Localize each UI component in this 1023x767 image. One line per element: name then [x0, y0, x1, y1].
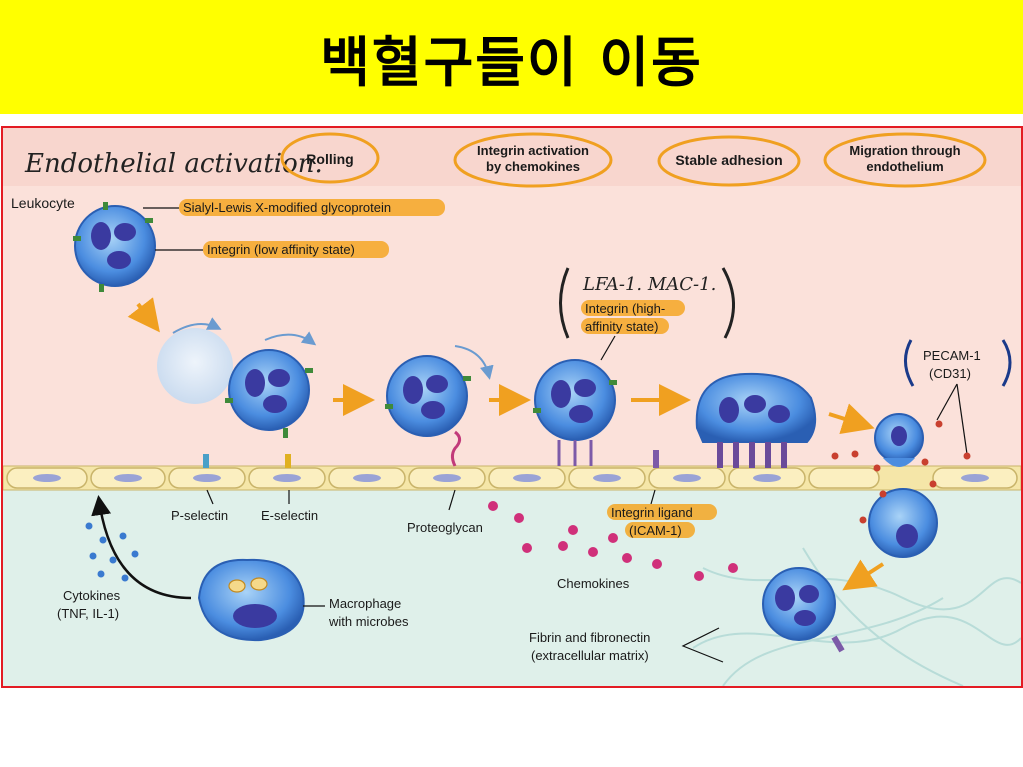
svg-text:P-selectin: P-selectin	[171, 508, 228, 523]
fibrin-label-1: Fibrin and fibronectin	[529, 630, 650, 645]
proteoglycan: Proteoglycan	[407, 430, 483, 535]
integrin-low-label: Integrin (low affinity state)	[155, 241, 389, 258]
svg-text:Sialyl-Lewis X-modified glycop: Sialyl-Lewis X-modified glycoprotein	[183, 200, 391, 215]
svg-text:Integrin (high-: Integrin (high-	[585, 301, 665, 316]
cytokine-dots	[85, 522, 139, 582]
migrating-cell	[831, 413, 971, 558]
rolling-cell-2	[385, 355, 471, 437]
figure-canvas: Endothelial activation. Rolling Integrin…	[3, 128, 1021, 686]
svg-text:Integrin (low affinity state): Integrin (low affinity state)	[207, 242, 355, 257]
fibrin-label-2: (extracellular matrix)	[531, 648, 649, 663]
title-bar: 백혈구들이 이동	[0, 0, 1023, 114]
integrin-ligand: Integrin ligand (ICAM-1)	[607, 450, 717, 538]
extravasated-cell	[762, 567, 845, 653]
svg-text:Rolling: Rolling	[306, 151, 353, 167]
svg-text:endothelium: endothelium	[866, 159, 943, 174]
svg-text:Integrin ligand: Integrin ligand	[611, 505, 693, 520]
cytokine-arrow	[91, 495, 192, 600]
leukocyte-migration-figure: Endothelial activation. Rolling Integrin…	[1, 126, 1023, 688]
lfa-note: LFA-1. MAC-1. Integrin (high- affinity s…	[559, 267, 735, 361]
svg-text:affinity state): affinity state)	[585, 319, 658, 334]
fibrin-strands	[692, 547, 1021, 686]
handwritten-heading: Endothelial activation.	[24, 149, 323, 179]
chemokine-dots	[488, 501, 738, 581]
adherent-cell	[695, 372, 817, 468]
svg-text:E-selectin: E-selectin	[261, 508, 318, 523]
leukocyte-label: Leukocyte	[11, 195, 75, 211]
pecam-note: PECAM-1 (CD31)	[904, 339, 1012, 455]
cytokines-label-2: (TNF, IL-1)	[57, 606, 119, 621]
macrophage	[197, 558, 325, 642]
endothelium	[3, 465, 1021, 491]
stage-integrin-activation: Integrin activation by chemokines	[453, 132, 613, 188]
activated-cell	[533, 359, 617, 466]
svg-text:(ICAM-1): (ICAM-1)	[629, 523, 682, 538]
stage-stable-adhesion: Stable adhesion	[657, 135, 801, 187]
svg-text:Proteoglycan: Proteoglycan	[407, 520, 483, 535]
rolling-cell	[225, 349, 313, 438]
slide-title: 백혈구들이 이동	[320, 30, 703, 94]
svg-text:PECAM-1: PECAM-1	[923, 348, 981, 363]
svg-text:Stable adhesion: Stable adhesion	[675, 152, 782, 168]
svg-text:(CD31): (CD31)	[929, 366, 971, 381]
tissue-background	[3, 488, 1021, 686]
sialyl-label: Sialyl-Lewis X-modified glycoprotein	[143, 199, 445, 216]
stage-rolling: Rolling	[280, 132, 380, 184]
ghost-cell	[157, 328, 233, 404]
svg-text:Integrin activation: Integrin activation	[477, 143, 589, 158]
chemokines-label: Chemokines	[557, 576, 630, 591]
svg-text:Migration through: Migration through	[849, 143, 960, 158]
macrophage-label-2: with microbes	[328, 614, 409, 629]
e-selectin: E-selectin	[261, 454, 318, 523]
cytokines-label-1: Cytokines	[63, 588, 121, 603]
p-selectin: P-selectin	[171, 454, 228, 523]
svg-text:by chemokines: by chemokines	[486, 159, 580, 174]
svg-text:LFA-1. MAC-1.: LFA-1. MAC-1.	[582, 274, 716, 295]
leukocyte-cell	[73, 202, 156, 292]
macrophage-label-1: Macrophage	[329, 596, 401, 611]
stage-migration: Migration through endothelium	[823, 132, 987, 188]
